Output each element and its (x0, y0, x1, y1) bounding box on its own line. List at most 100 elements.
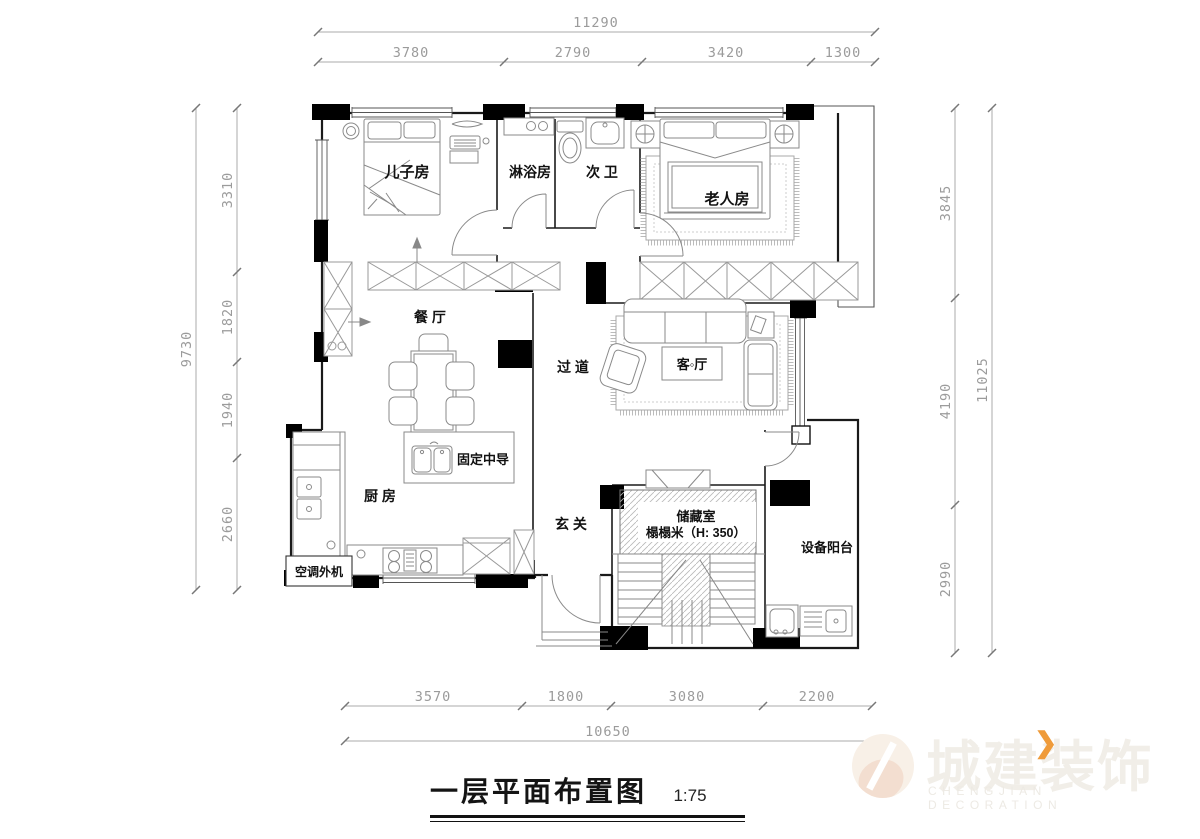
dim-right-seg-0: 3845 (938, 185, 954, 222)
cabinet-kitchen-x (462, 537, 511, 575)
window-elder-top (654, 106, 784, 119)
room-label-storage2: 榻榻米（H: 350） (645, 525, 746, 540)
dim-bottom-seg-3: 2200 (799, 689, 836, 705)
elder-room-furniture (630, 118, 800, 246)
dim-right-total: 11025 (975, 357, 991, 403)
dim-bottom-seg-1: 1800 (548, 689, 585, 705)
side-table-icon (747, 311, 775, 339)
window-son-left (315, 139, 329, 221)
dim-top-seg-2: 3420 (708, 45, 745, 61)
kitchen-island (403, 431, 515, 484)
windows (315, 106, 807, 584)
stool-icon (342, 122, 360, 140)
son-room-furniture (342, 118, 490, 216)
dim-left-seg-3: 2660 (220, 506, 236, 543)
drawing-title-block: 一层平面布置图 1:75 (430, 770, 745, 822)
armchair-icon (599, 343, 647, 394)
chair-icon (445, 396, 475, 426)
room-label-storage1: 储藏室 (675, 509, 715, 524)
entry-porch (536, 575, 612, 647)
chaise-icon (743, 339, 778, 411)
room-label-entry: 玄 关 (555, 516, 587, 532)
dining-furniture (388, 333, 475, 434)
dim-left-seg-2: 1940 (220, 392, 236, 429)
drawing-scale: 1:75 (673, 786, 707, 805)
room-label-bath: 次 卫 (586, 164, 618, 180)
door-son (451, 209, 498, 256)
dim-top-seg-1: 2790 (555, 45, 592, 61)
cabinet-dining-left (323, 261, 353, 357)
vanity-shower-icon (503, 117, 555, 136)
living-room-furniture (599, 298, 794, 416)
room-label-elder: 老人房 (703, 190, 749, 208)
nightstand-left-icon (630, 120, 661, 149)
company-logo: 城建装饰 ❯ CHENGJIAN DECORATION (852, 726, 1172, 816)
dimension-lines-top (313, 27, 880, 67)
kitchen-counters (292, 431, 464, 576)
room-label-island: 固定中导 (457, 452, 509, 467)
door-elder (639, 212, 684, 257)
balcony-sink-icon (799, 605, 853, 637)
coffee-table-icon (661, 346, 723, 381)
room-label-shower: 淋浴房 (509, 164, 551, 180)
room-label-living: 客◦厅 (677, 357, 708, 372)
storage-and-stairs (612, 469, 765, 645)
counter-bottom-stove (346, 544, 464, 576)
title-underline-thick (430, 815, 745, 818)
cabinet-tall-x (513, 529, 535, 575)
ac-outdoor-unit (285, 555, 353, 587)
title-underline-thin (430, 821, 745, 822)
window-living-right (794, 317, 807, 427)
bed-son-icon (363, 118, 441, 216)
sofa-icon (623, 298, 747, 344)
logo-chevron-icon: ❯ (1034, 727, 1058, 758)
chair-icon (388, 396, 418, 426)
door-front (551, 574, 601, 624)
wardrobe-elder (639, 261, 859, 301)
door-shower (511, 193, 547, 229)
dim-bottom-seg-2: 3080 (669, 689, 706, 705)
room-label-kitchen: 厨 房 (364, 488, 396, 504)
wardrobe-hall (367, 261, 561, 291)
vanity-bath-icon (585, 117, 625, 149)
dim-right-seg-1: 4190 (938, 383, 954, 420)
bathroom-fixtures (503, 117, 625, 164)
logo-company-name: 城建装饰 (926, 736, 1155, 798)
stairs-icon (612, 553, 765, 645)
dim-left-seg-0: 3310 (220, 172, 236, 209)
room-label-son: 儿子房 (383, 163, 429, 181)
dim-bottom-seg-0: 3570 (415, 689, 452, 705)
room-labels: 儿子房 淋浴房 次 卫 老人房 餐 厅 过 道 客◦厅 固定中导 厨 房 空调外… (295, 163, 853, 579)
logo-mark-icon (852, 734, 914, 798)
logo-company-name-en: CHENGJIAN DECORATION (928, 784, 1063, 812)
wardrobes (323, 261, 859, 575)
door-balcony (764, 431, 800, 467)
dim-top-seg-3: 1300 (825, 45, 862, 61)
drawing-title: 一层平面布置图 (430, 776, 648, 807)
dim-left-seg-1: 1820 (220, 299, 236, 336)
room-label-balcony: 设备阳台 (801, 540, 853, 555)
window-bath-top (529, 106, 617, 119)
dim-right-seg-2: 2990 (938, 561, 954, 598)
balcony-fixtures (765, 604, 853, 638)
dim-bottom-total: 10650 (585, 724, 631, 740)
dimension-labels: 11290 3780 2790 3420 1300 9730 3310 1820… (179, 15, 991, 740)
room-label-ac: 空调外机 (295, 564, 343, 579)
dim-top-seg-0: 3780 (393, 45, 430, 61)
dimension-lines-right (950, 103, 997, 658)
washer-icon (765, 604, 799, 638)
door-bath (595, 189, 635, 229)
toilet-icon (556, 120, 584, 164)
nightstand-right-icon (769, 120, 800, 149)
storage-label-bg (638, 502, 756, 542)
bed-elder-icon (659, 118, 771, 220)
dimension-lines-bottom (340, 701, 877, 746)
room-label-dining: 餐 厅 (413, 309, 446, 325)
room-label-corridor: 过 道 (557, 359, 589, 375)
window-son-top (351, 106, 453, 119)
dim-left-total: 9730 (179, 331, 195, 368)
doors (451, 189, 800, 624)
wall-ac-icon (449, 120, 490, 164)
